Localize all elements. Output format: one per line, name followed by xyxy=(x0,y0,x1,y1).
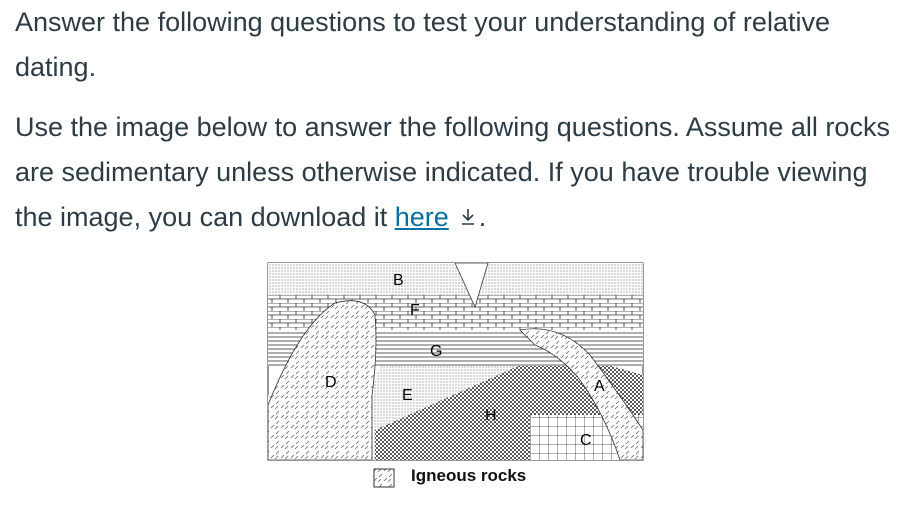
instructions-paragraph: Use the image below to answer the follow… xyxy=(15,105,895,240)
legend-label: Igneous rocks xyxy=(411,466,527,485)
intro-paragraph: Answer the following questions to test y… xyxy=(15,7,830,82)
relative-dating-figure: B F G D E H A C xyxy=(267,262,644,461)
label-a: A xyxy=(594,378,605,395)
download-link[interactable]: here xyxy=(394,202,449,232)
label-d: D xyxy=(325,374,337,391)
label-g: G xyxy=(430,343,442,360)
layer-e xyxy=(370,350,590,430)
dike-a xyxy=(519,328,644,461)
label-e: E xyxy=(402,387,413,404)
layer-b xyxy=(268,263,643,295)
intrusion-d xyxy=(267,300,377,461)
instructions-text: Use the image below to answer the follow… xyxy=(15,112,890,232)
erosion-cut xyxy=(454,262,489,309)
label-h: H xyxy=(485,407,497,424)
igneous-legend-swatch xyxy=(373,468,395,488)
label-f: F xyxy=(410,302,420,319)
label-b: B xyxy=(393,272,404,289)
download-icon[interactable] xyxy=(457,197,479,225)
label-c: C xyxy=(580,432,592,449)
instructions-period: . xyxy=(478,202,487,232)
